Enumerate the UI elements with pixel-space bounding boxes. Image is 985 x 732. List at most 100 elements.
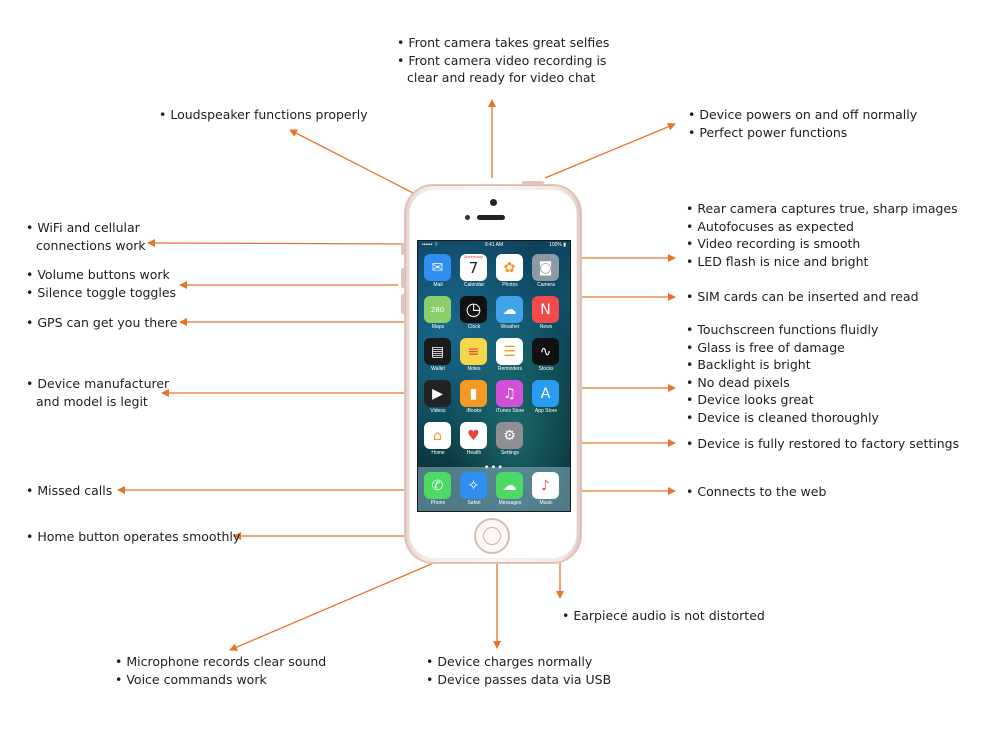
home-icon: ⌂ [424,422,451,449]
app-health[interactable]: ♥Health [460,422,488,456]
status-time: 9:41 AM [484,242,504,248]
app-label: Clock [467,324,481,330]
app-label: Videos [430,408,446,414]
power-button[interactable] [522,181,544,185]
settings-icon: ⚙ [496,422,523,449]
page-dots: ● ● ● [418,464,570,469]
app-label: Stocks [538,366,554,372]
proximity-sensor [465,215,470,220]
safari-icon: ✧ [460,472,487,499]
arrow-microphone [229,561,437,651]
label-loudspeaker: • Loudspeaker functions properly [159,107,368,122]
volume-up-button[interactable] [401,268,405,288]
label-missed-calls: • Missed calls [26,483,113,498]
app-messages[interactable]: ☁Messages [496,472,524,506]
stocks-icon: ∿ [532,338,559,365]
label-volume: • Volume buttons work • Silence toggle t… [26,267,177,300]
battery-indicator: 100% ▮ [549,242,566,248]
label-manufacturer: • Device manufacturer and model is legit [26,376,170,409]
app-label: Reminders [497,366,523,372]
arrow-power [544,122,676,179]
app-ibooks[interactable]: ▮iBooks [460,380,488,414]
front-camera-icon [490,199,497,206]
label-charging: • Device charges normally • Device passe… [426,654,612,687]
app-camera[interactable]: ◙Camera [532,254,560,288]
app-label: Home [431,450,445,456]
arrow-wifi [147,239,419,248]
app-stocks[interactable]: ∿Stocks [532,338,560,372]
app-home[interactable]: ⌂Home [424,422,452,456]
app-label: Mail [433,282,443,288]
app-music[interactable]: ♪Music [532,472,560,506]
app-label: iBooks [466,408,482,414]
health-icon: ♥ [460,422,487,449]
wallet-icon: ▤ [424,338,451,365]
home-button[interactable] [474,518,510,554]
phone-icon: ✆ [424,472,451,499]
label-wifi: • WiFi and cellular connections work [26,220,146,253]
app-photos[interactable]: ✿Photos [496,254,524,288]
app-label: Camera [537,282,555,288]
label-home-button: • Home button operates smoothly [26,529,241,544]
dock: ✆Phone ✧Safari ☁Messages ♪Music [418,467,570,511]
app-label: News [539,324,553,330]
signal-indicator: •••••• ⌔ [422,242,439,248]
app-reminders[interactable]: ☰Reminders [496,338,524,372]
videos-icon: ▶ [424,380,451,407]
app-wallet[interactable]: ▤Wallet [424,338,452,372]
label-web: • Connects to the web [686,484,827,499]
calendar-day-label: Wednesday [464,255,483,259]
app-notes[interactable]: ≡Notes [460,338,488,372]
app-label: Calendar [463,282,485,288]
reminders-icon: ☰ [496,338,523,365]
app-label: Photos [502,282,518,288]
label-rear-camera: • Rear camera captures true, sharp image… [686,201,958,269]
app-settings[interactable]: ⚙Settings [496,422,524,456]
app-weather[interactable]: ☁Weather [496,296,524,330]
music-icon: ♪ [532,472,559,499]
news-icon: N [532,296,559,323]
photos-icon: ✿ [496,254,523,281]
app-label: Music [539,500,553,506]
app-label: Settings [500,450,520,456]
app-label: Maps [431,324,445,330]
app-label: Weather [500,324,520,330]
wallpaper [418,241,570,511]
label-restored: • Device is fully restored to factory se… [686,436,960,451]
ibooks-icon: ▮ [460,380,487,407]
maps-icon: 280 [424,296,451,323]
earpiece-speaker [477,215,505,220]
camera-icon: ◙ [532,254,559,281]
mail-icon: ✉ [424,254,451,281]
app-videos[interactable]: ▶Videos [424,380,452,414]
app-label: Notes [467,366,481,372]
app-label: Safari [467,500,481,506]
app-label: Phone [430,500,446,506]
label-power: • Device powers on and off normally • Pe… [688,107,918,140]
label-microphone: • Microphone records clear sound • Voice… [115,654,327,687]
volume-down-button[interactable] [401,294,405,314]
itunes-icon: ♫ [496,380,523,407]
clock-icon: ◷ [460,296,487,323]
app-label: Wallet [431,366,445,372]
app-itunes-store[interactable]: ♫iTunes Store [496,380,524,414]
label-gps: • GPS can get you there [26,315,178,330]
app-mail[interactable]: ✉Mail [424,254,452,288]
label-front-camera: • Front camera takes great selfies • Fro… [397,35,610,85]
app-phone[interactable]: ✆Phone [424,472,452,506]
label-sim: • SIM cards can be inserted and read [686,289,919,304]
silence-switch[interactable] [401,243,405,255]
label-touchscreen: • Touchscreen functions fluidly • Glass … [686,322,879,425]
messages-icon: ☁ [496,472,523,499]
weather-icon: ☁ [496,296,523,323]
notes-icon: ≡ [460,338,487,365]
app-clock[interactable]: ◷Clock [460,296,488,330]
app-safari[interactable]: ✧Safari [460,472,488,506]
